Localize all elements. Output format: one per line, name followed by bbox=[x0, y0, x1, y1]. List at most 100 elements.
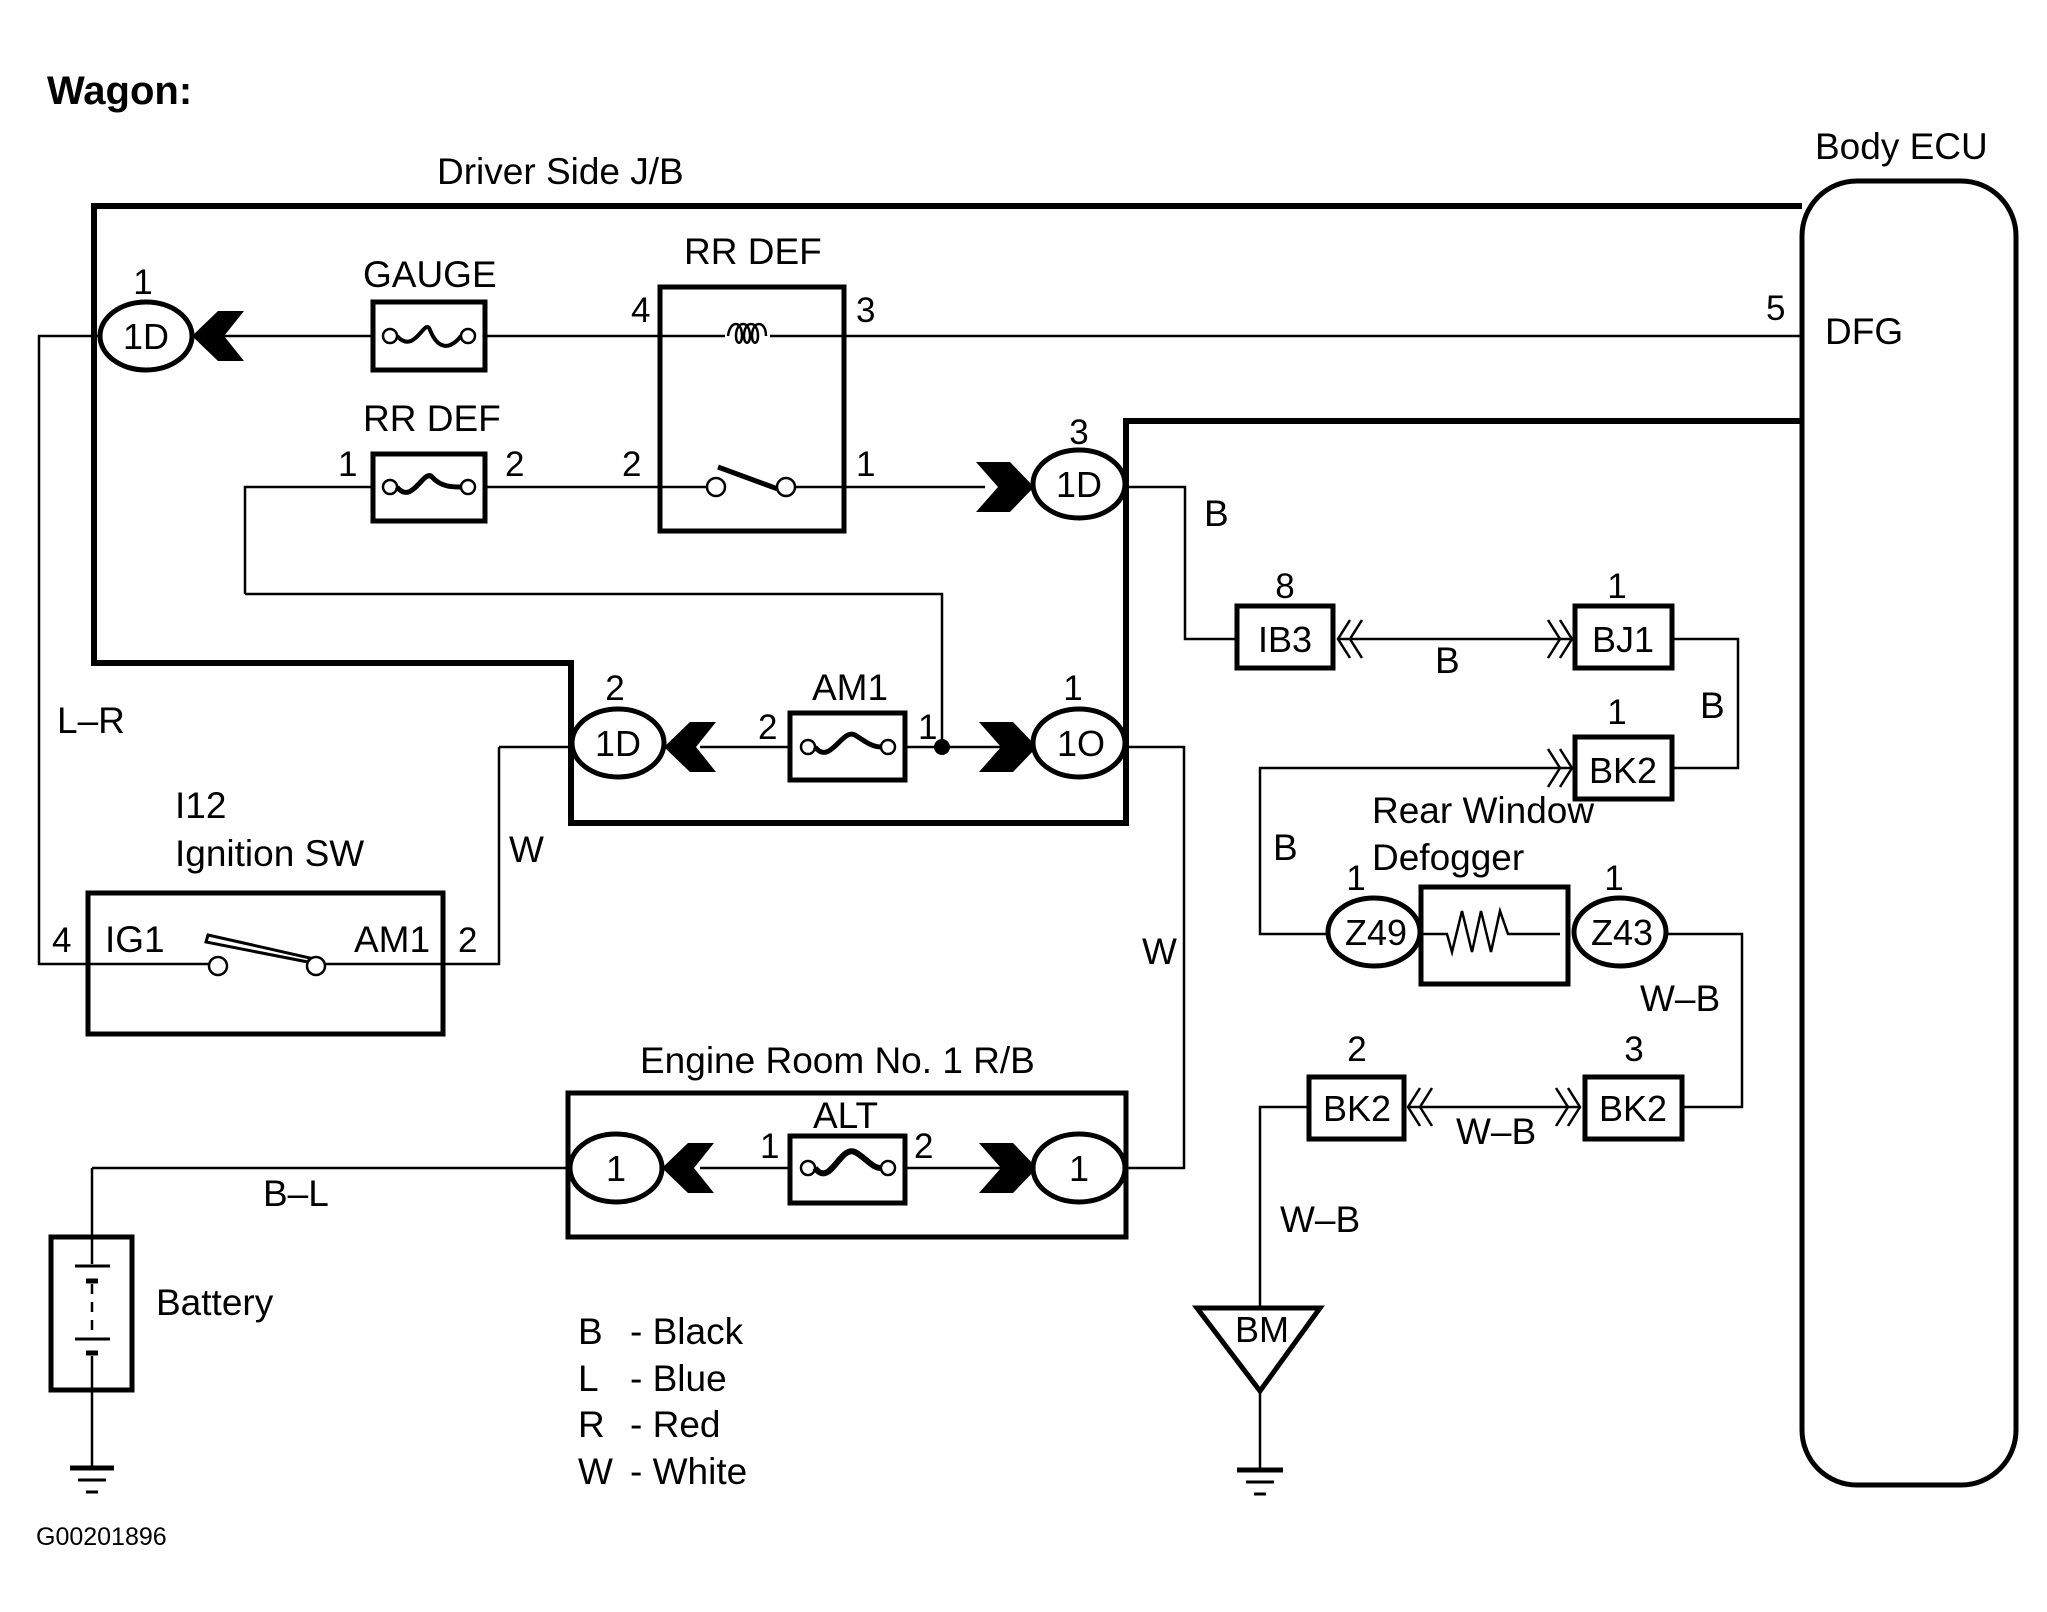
alt-pin-2: 2 bbox=[914, 1127, 933, 1166]
ground-icon bbox=[70, 1465, 114, 1494]
wire-bk2-z49 bbox=[1258, 766, 1572, 936]
fuse-terminal-icon bbox=[381, 327, 399, 345]
connector-ib3 bbox=[1234, 603, 1336, 671]
wire-color-wb1: W–B bbox=[1640, 978, 1720, 1019]
wire-am1-branch bbox=[245, 592, 944, 747]
connector-bj1 bbox=[1572, 603, 1675, 671]
ign-terminal-ig1: IG1 bbox=[105, 919, 165, 960]
male-connector-icon bbox=[1546, 619, 1574, 659]
wire-color-legend: B - Black L - Blue R - Red W - White bbox=[578, 1311, 747, 1492]
connector-z43-pin: 1 bbox=[1604, 859, 1623, 898]
ecu-pin-5: 5 bbox=[1766, 289, 1785, 328]
ign-terminal-am1: AM1 bbox=[354, 919, 430, 960]
ground-point-bm bbox=[1191, 1305, 1325, 1396]
connector-1d-pin2-number: 2 bbox=[605, 669, 624, 708]
male-terminal-icon bbox=[979, 1143, 1037, 1193]
gauge-fuse-label: GAUGE bbox=[363, 254, 497, 295]
connector-bk2-pin1-number: 1 bbox=[1607, 693, 1626, 732]
relay-coil-icon bbox=[726, 322, 768, 344]
body-ecu-label: Body ECU bbox=[1815, 126, 1988, 167]
connector-z49-pin: 1 bbox=[1346, 859, 1365, 898]
connector-1d-pin1-code: 1D bbox=[123, 316, 169, 357]
rr-def-fuse-label: RR DEF bbox=[363, 398, 501, 439]
female-terminal-icon bbox=[664, 722, 716, 772]
relay-pin-1: 1 bbox=[856, 445, 875, 484]
heater-resistor-icon bbox=[1415, 906, 1560, 957]
defogger-label-line1: Rear Window bbox=[1372, 790, 1594, 831]
connector-1d-pin2-code: 1D bbox=[595, 723, 641, 764]
connector-bk2-pin3 bbox=[1582, 1074, 1685, 1142]
switch-terminal-icon bbox=[305, 955, 327, 977]
fuse-terminal-icon bbox=[459, 327, 477, 345]
ignition-code: I12 bbox=[175, 785, 226, 826]
connector-z43 bbox=[1571, 895, 1669, 969]
male-terminal-icon bbox=[979, 722, 1037, 772]
wire-color-b4: B bbox=[1273, 827, 1298, 868]
ignition-name: Ignition SW bbox=[175, 833, 364, 874]
figure-id: G00201896 bbox=[36, 1523, 167, 1551]
am1-pin-2: 2 bbox=[758, 708, 777, 747]
fuse-terminal-icon bbox=[799, 738, 817, 756]
switch-terminal-icon bbox=[775, 476, 797, 498]
wire-w-1o-alt bbox=[1126, 745, 1186, 1170]
legend-name: - Blue bbox=[630, 1358, 727, 1399]
fuse-terminal-icon bbox=[381, 478, 399, 496]
legend-code: R bbox=[578, 1404, 605, 1445]
legend-code: B bbox=[578, 1311, 603, 1352]
legend-name: - Black bbox=[630, 1311, 744, 1352]
connector-er-right-code: 1 bbox=[1069, 1148, 1089, 1189]
alt-fuse-label: ALT bbox=[813, 1095, 878, 1136]
relay-pin-2: 2 bbox=[622, 445, 641, 484]
connector-z49-code: Z49 bbox=[1345, 912, 1407, 953]
connector-bj1-code: BJ1 bbox=[1592, 619, 1654, 660]
connector-bk2-pin1-code: BK2 bbox=[1589, 750, 1657, 791]
connector-bk2-pin1 bbox=[1572, 734, 1675, 802]
fuse-element-icon bbox=[813, 731, 882, 755]
am1-fuse-label: AM1 bbox=[812, 667, 888, 708]
relay-switch-contact-icon bbox=[717, 464, 787, 495]
connector-bj1-pin: 1 bbox=[1607, 567, 1626, 606]
ign-pin-4: 4 bbox=[52, 921, 71, 960]
connector-1d-pin3 bbox=[1030, 447, 1128, 521]
wire-color-wb3: W–B bbox=[1280, 1199, 1360, 1240]
connector-z49 bbox=[1325, 895, 1423, 969]
wire-color-b2: B bbox=[1435, 640, 1460, 681]
wire-color-l-r: L–R bbox=[57, 700, 125, 741]
ecu-terminal-dfg: DFG bbox=[1825, 311, 1903, 352]
diagram-title: Wagon: bbox=[47, 69, 192, 113]
legend-name: - Red bbox=[630, 1404, 720, 1445]
wire-bk2-ground bbox=[1258, 1105, 1309, 1310]
driver-jb-outline bbox=[91, 203, 1802, 826]
female-terminal-icon bbox=[662, 1143, 714, 1193]
engine-rb-label: Engine Room No. 1 R/B bbox=[640, 1040, 1035, 1081]
wire-bj1-bk2 bbox=[1672, 637, 1740, 770]
driver-jb-label: Driver Side J/B bbox=[437, 151, 684, 192]
wire-z43-bk2 bbox=[1666, 932, 1744, 1109]
connector-ib3-code: IB3 bbox=[1258, 619, 1312, 660]
connector-1d-pin3-code: 1D bbox=[1056, 464, 1102, 505]
connector-bk2-pin3-number: 3 bbox=[1624, 1030, 1643, 1069]
ign-pin-2: 2 bbox=[458, 921, 477, 960]
wire-rr-def-fuse bbox=[243, 485, 709, 594]
body-ecu-box bbox=[1799, 178, 2019, 1488]
connector-ib3-pin: 8 bbox=[1275, 567, 1294, 606]
connector-1d-pin2 bbox=[569, 706, 667, 780]
fuse-element-icon bbox=[395, 325, 463, 348]
wire-color-b3: B bbox=[1700, 685, 1725, 726]
legend-code: L bbox=[578, 1358, 599, 1399]
wire-color-w2: W bbox=[1142, 931, 1177, 972]
wire-w-ign-am1 bbox=[443, 747, 501, 966]
rrfuse-pin-1: 1 bbox=[338, 445, 357, 484]
wire-color-b-l: B–L bbox=[263, 1173, 329, 1214]
switch-terminal-icon bbox=[705, 476, 727, 498]
wire-color-wb2: W–B bbox=[1456, 1111, 1536, 1152]
junction-dot bbox=[934, 739, 950, 755]
ground-point-label: BM bbox=[1235, 1309, 1289, 1350]
connector-bk2-pin2-number: 2 bbox=[1347, 1030, 1366, 1069]
alt-pin-1: 1 bbox=[760, 1127, 779, 1166]
connector-er-left-code: 1 bbox=[606, 1148, 626, 1189]
ground-icon bbox=[1237, 1467, 1283, 1496]
rr-def-relay-label: RR DEF bbox=[684, 231, 822, 272]
wire-color-w1: W bbox=[509, 829, 544, 870]
wire-l-r bbox=[37, 334, 108, 966]
